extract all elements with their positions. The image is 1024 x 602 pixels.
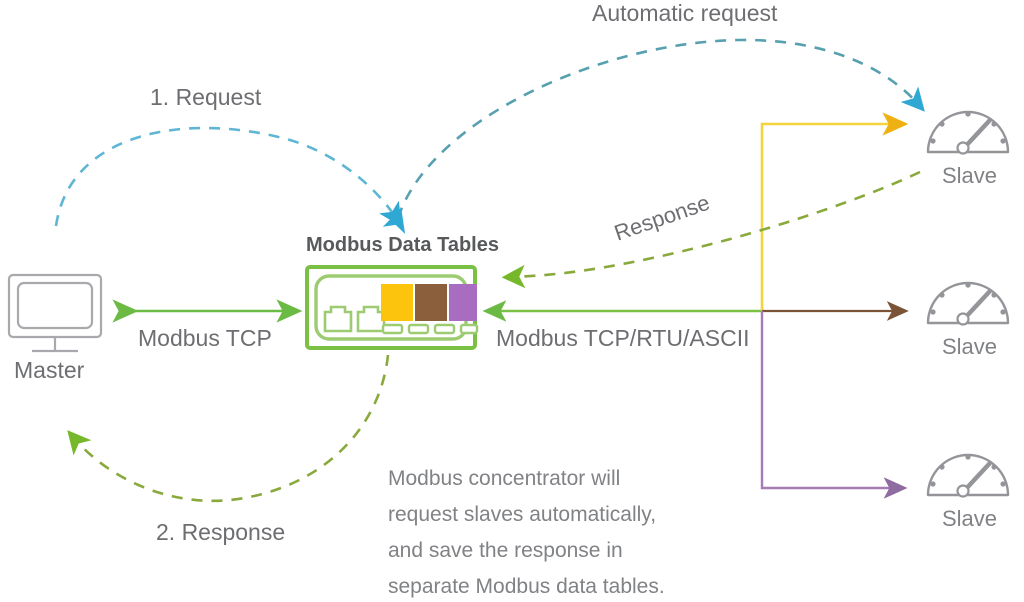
monitor-icon (7, 273, 103, 353)
request-label: 1. Request (150, 84, 262, 110)
note-line-3: and save the response in (388, 539, 623, 562)
master-label: Master (14, 357, 85, 383)
rj45-port (323, 305, 353, 333)
note-line-2: request slaves automatically, (388, 503, 657, 526)
note-line-4: separate Modbus data tables. (388, 575, 665, 598)
slave-label-3: Slave (942, 506, 998, 531)
gauge-icon (926, 453, 1010, 498)
slave-label-2: Slave (942, 334, 998, 359)
gauge-icon (926, 110, 1010, 155)
explanatory-note: Modbus concentrator will request slaves … (388, 461, 718, 602)
modbus-concentrator-device (305, 265, 479, 350)
automatic-request-arc (382, 38, 925, 234)
gauge-icon (926, 281, 1010, 326)
response-arc-left (67, 354, 390, 503)
slave3-branch-purple (760, 311, 908, 499)
note-line-1: Modbus concentrator will (388, 467, 621, 490)
device-title: Modbus Data Tables (306, 234, 499, 256)
table-purple (449, 284, 477, 321)
slave1-branch-yellow (760, 112, 909, 311)
led-indicators (381, 323, 479, 335)
modbus-multi-protocol-label: Modbus TCP/RTU/ASCII (496, 325, 750, 351)
table-brown (415, 284, 447, 321)
slave-label-1: Slave (942, 163, 998, 188)
response-arc-right (501, 170, 921, 289)
response-numbered-label: 2. Response (156, 519, 286, 545)
table-yellow (381, 284, 413, 321)
request-arc (54, 126, 402, 227)
modbus-tcp-label: Modbus TCP (138, 325, 272, 351)
automatic-request-label: Automatic request (592, 0, 778, 26)
